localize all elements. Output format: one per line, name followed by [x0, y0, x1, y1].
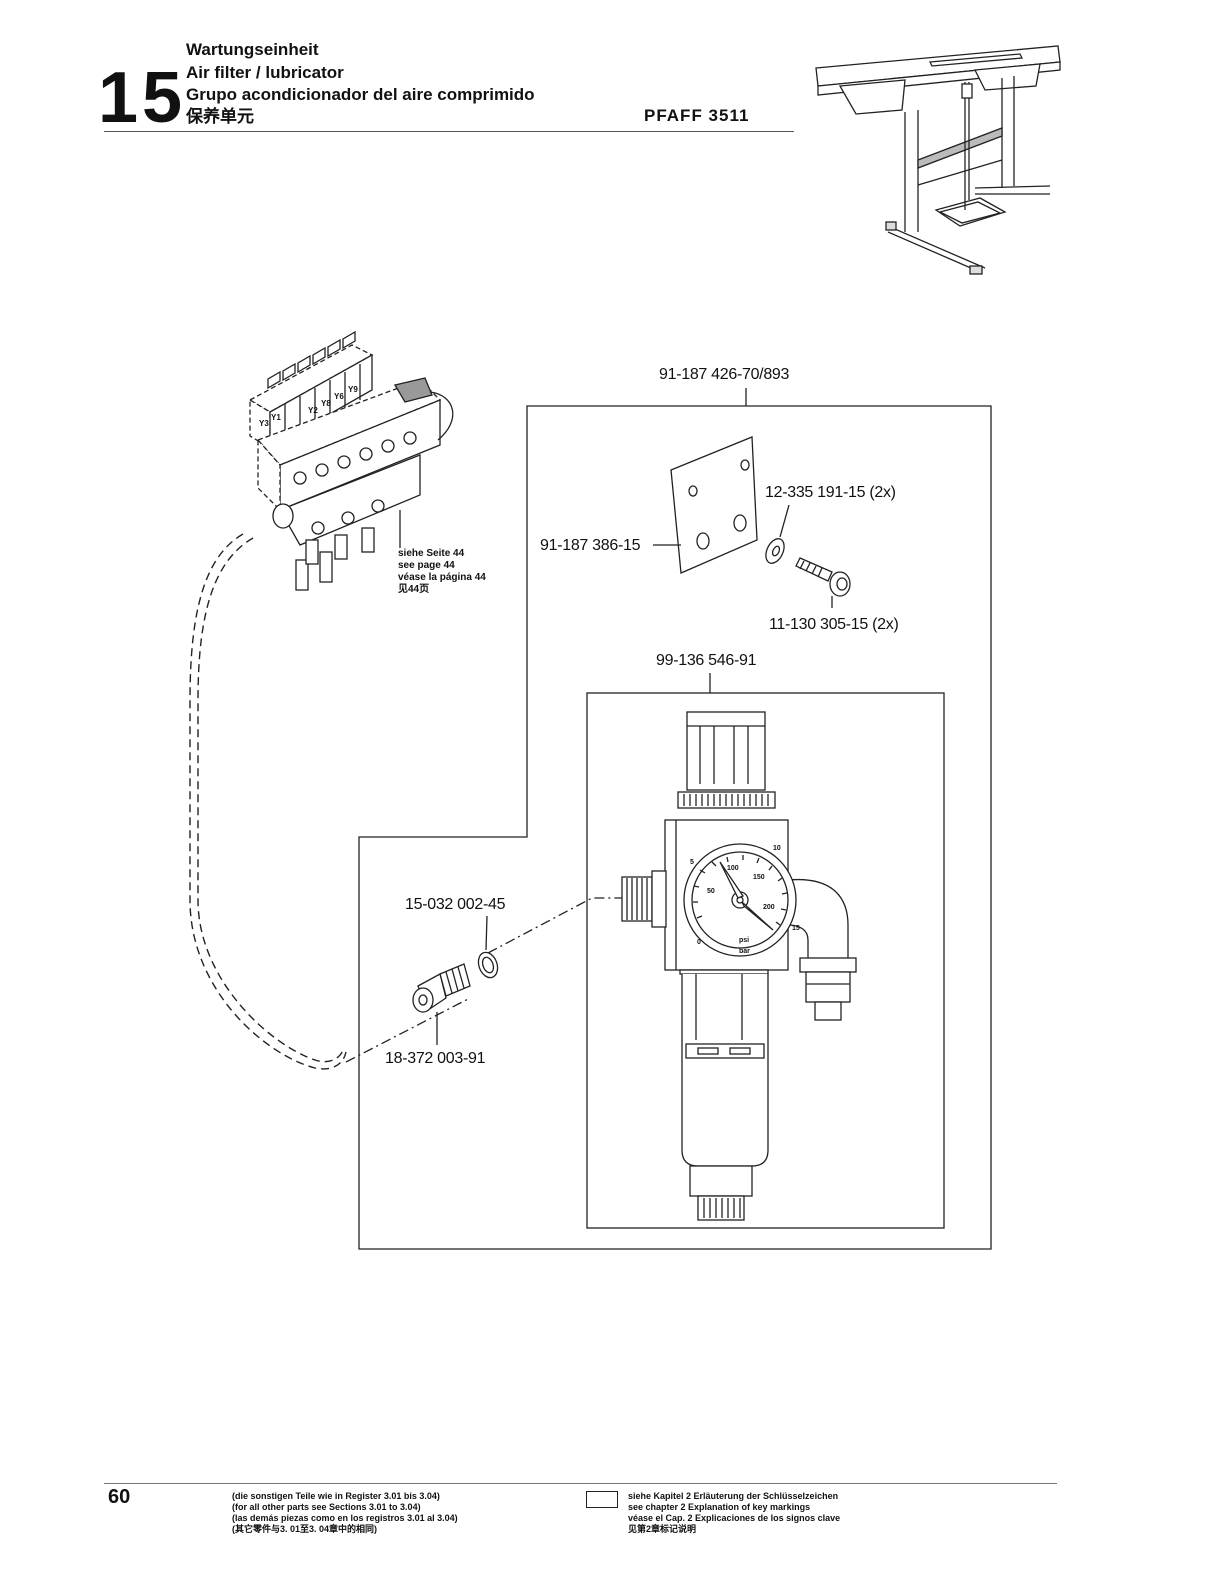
gauge-unit-bar: bar — [739, 948, 750, 955]
title-chinese: 保养单元 — [186, 107, 254, 126]
gauge-psi-150: 150 — [753, 874, 765, 881]
part-assembly-number: 91-187 426-70/893 — [659, 366, 790, 383]
valve-label-y9: Y9 — [348, 385, 358, 394]
title-spanish: Grupo acondicionador del aire comprimido — [186, 85, 535, 104]
footer-divider — [104, 1483, 1057, 1484]
footer-note-english: (for all other parts see Sections 3.01 t… — [232, 1502, 421, 1512]
valve-label-y1: Y1 — [271, 413, 281, 422]
footer-note-spanish: (las demás piezas como en los registros … — [232, 1513, 458, 1523]
part-seal-number: 15-032 002-45 — [405, 896, 506, 913]
gauge-psi-100: 100 — [727, 865, 739, 872]
part-screw-number: 11-130 305-15 (2x) — [769, 616, 899, 633]
valve-ref-spanish: véase la página 44 — [398, 572, 486, 583]
title-english: Air filter / lubricator — [186, 63, 344, 82]
valve-label-y2: Y2 — [308, 406, 318, 415]
seal-ring — [477, 915, 499, 979]
gauge-bar-15: 15 — [792, 925, 800, 932]
footer-key-english: see chapter 2 Explanation of key marking… — [628, 1502, 811, 1512]
footer-key-german: siehe Kapitel 2 Erläuterung der Schlüsse… — [628, 1491, 839, 1501]
footer-note-german: (die sonstigen Teile wie in Register 3.0… — [232, 1491, 440, 1501]
mounting-plate — [653, 436, 758, 574]
gauge-unit-psi: psi — [739, 937, 749, 944]
push-in-fitting — [412, 963, 471, 1045]
part-regulator-number: 99-136 546-91 — [656, 652, 757, 669]
gauge-bar-5: 5 — [690, 859, 694, 866]
valve-label-y3: Y3 — [259, 419, 269, 428]
part-fitting-number: 18-372 003-91 — [385, 1050, 486, 1067]
valve-ref-german: siehe Seite 44 — [398, 548, 465, 559]
air-hose — [197, 537, 344, 1063]
gauge-psi-50: 50 — [707, 888, 715, 895]
footer-note-chinese: (其它零件与3. 01至3. 04章中的相同) — [232, 1524, 378, 1534]
header-divider — [104, 131, 794, 132]
valve-label-y8: Y8 — [321, 399, 331, 408]
assembly-frame — [358, 405, 992, 1250]
screw-part — [795, 557, 851, 608]
machine-model: PFAFF 3511 — [644, 106, 750, 125]
key-marking-box — [586, 1491, 618, 1508]
valve-ref-chinese: 见44页 — [398, 584, 430, 595]
gauge-bar-10: 10 — [773, 845, 781, 852]
footer-key-spanish: véase el Cap. 2 Explicaciones de los sig… — [628, 1513, 841, 1523]
part-plate-number: 91-187 386-15 — [540, 537, 641, 554]
page-number: 60 — [108, 1486, 131, 1508]
regulator-frame — [586, 692, 945, 1229]
title-german: Wartungseinheit — [186, 40, 319, 59]
section-number: 15 — [98, 58, 187, 138]
filter-regulator — [621, 711, 857, 1221]
gauge-psi-200: 200 — [763, 904, 775, 911]
part-washer-number: 12-335 191-15 (2x) — [765, 484, 896, 501]
sewing-table-illustration — [815, 45, 1061, 275]
washer-part — [765, 504, 790, 564]
footer-key-chinese: 见第2章标记说明 — [628, 1524, 697, 1534]
valve-label-y6: Y6 — [334, 392, 344, 401]
valve-block-illustration — [248, 330, 454, 591]
valve-ref-english: see page 44 — [398, 560, 455, 571]
gauge-bar-0: 0 — [697, 939, 701, 946]
